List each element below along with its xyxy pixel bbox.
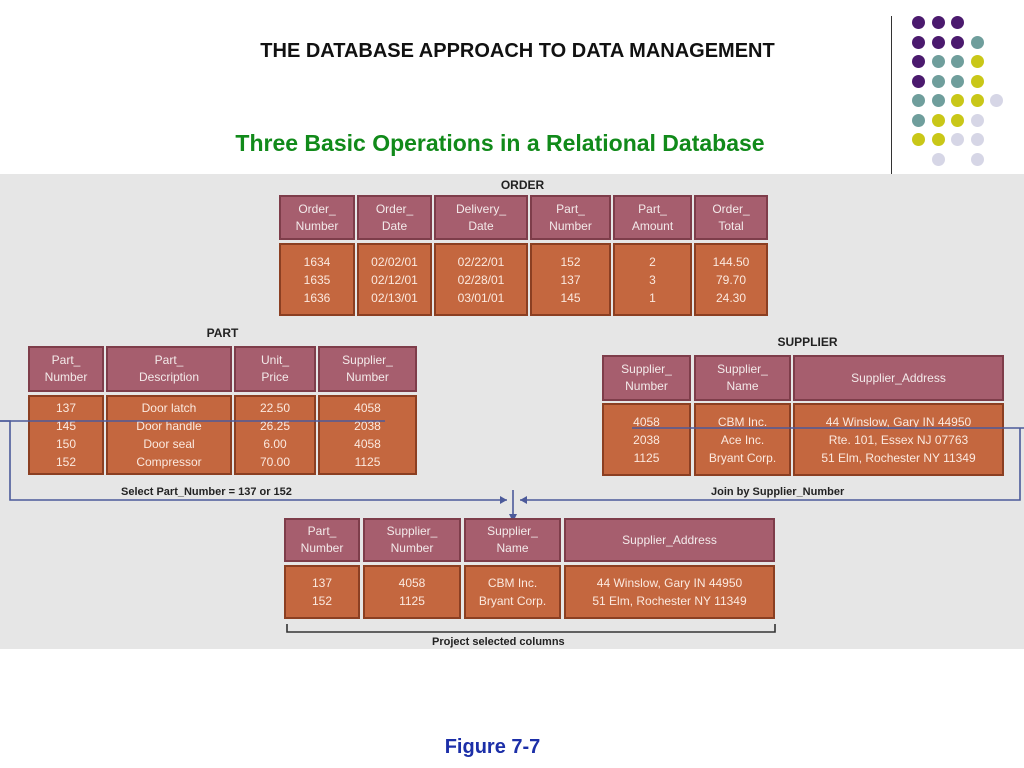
decor-dot [951, 55, 964, 68]
order-column-delivery-date: 02/22/01 02/28/01 03/01/01 [434, 243, 528, 316]
part-header-part-number: Part_ Number [28, 346, 104, 392]
decor-dot [931, 152, 945, 166]
order-header-order-number: Order_ Number [279, 195, 355, 240]
decor-dot [931, 113, 945, 127]
decor-dot [931, 133, 945, 146]
order-header-part-number: Part_ Number [530, 195, 611, 240]
supplier-header-supplier-number: Supplier_ Number [602, 355, 691, 401]
arrow-right-head [520, 496, 527, 504]
decor-dot [912, 113, 925, 127]
decor-dot [970, 35, 984, 49]
decor-dot [951, 35, 964, 49]
result-column-supplier-address: 44 Winslow, Gary IN 44950 51 Elm, Roches… [564, 565, 775, 619]
order-column-part-amount: 2 3 1 [613, 243, 692, 316]
order-header-order-total: Order_ Total [694, 195, 768, 240]
order-column-order-date: 02/02/01 02/12/01 02/13/01 [357, 243, 432, 316]
decor-dot [951, 74, 964, 88]
supplier-header-supplier-name: Supplier_ Name [694, 355, 791, 401]
part-column-part-description: Door latch Door handle Door seal Compres… [106, 395, 232, 475]
supplier-header-supplier-address: Supplier_Address [793, 355, 1004, 401]
order-header-part-amount: Part_ Amount [613, 195, 692, 240]
join-operation-label: Join by Supplier_Number [711, 486, 845, 498]
order-column-order-total: 144.50 79.70 24.30 [694, 243, 768, 316]
part-header-supplier-number: Supplier_ Number [318, 346, 417, 392]
part-header-part-description: Part_ Description [106, 346, 232, 392]
project-bracket [286, 624, 776, 633]
decor-dot [951, 16, 964, 29]
figure-caption: Figure 7-7 [444, 736, 541, 758]
decor-dot [970, 113, 984, 127]
arrow-left-head [500, 496, 507, 504]
decor-dot [912, 16, 925, 29]
part-column-part-number: 137 145 150 152 [28, 395, 104, 475]
decor-dot [912, 94, 925, 107]
part-column-supplier-number: 4058 2038 4058 1125 [318, 395, 417, 475]
order-table-label: ORDER [500, 178, 545, 192]
result-header-supplier-number: Supplier_ Number [363, 518, 461, 562]
select-operation-label: Select Part_Number = 137 or 152 [121, 486, 292, 498]
supplier-column-supplier-name: CBM Inc. Ace Inc. Bryant Corp. [694, 403, 791, 476]
decor-dot [912, 133, 925, 146]
decor-dot [970, 94, 984, 107]
supplier-column-supplier-address: 44 Winslow, Gary IN 44950 Rte. 101, Esse… [793, 403, 1004, 476]
decor-dot [931, 55, 945, 68]
decor-dot [970, 133, 984, 146]
supplier-table-label: SUPPLIER [777, 335, 838, 349]
decor-dot [931, 16, 945, 29]
order-column-order-number: 1634 1635 1636 [279, 243, 355, 316]
decor-dot [912, 55, 925, 68]
order-header-delivery-date: Delivery_ Date [434, 195, 528, 240]
supplier-column-supplier-number: 4058 2038 1125 [602, 403, 691, 476]
result-header-supplier-address: Supplier_Address [564, 518, 775, 562]
decor-dot [970, 152, 984, 166]
order-header-order-date: Order_ Date [357, 195, 432, 240]
slide-title: THE DATABASE APPROACH TO DATA MANAGEMENT [260, 40, 775, 62]
decor-dot [970, 74, 984, 88]
project-operation-label: Project selected columns [432, 636, 565, 648]
decor-dot [951, 113, 964, 127]
decor-dot [931, 35, 945, 49]
divider-line [891, 16, 892, 174]
result-header-part-number: Part_ Number [284, 518, 360, 562]
slide-subtitle: Three Basic Operations in a Relational D… [235, 130, 765, 156]
part-column-unit-price: 22.50 26.25 6.00 70.00 [234, 395, 316, 475]
decor-dot [990, 94, 1003, 107]
join-bracket-line [520, 428, 1021, 501]
decor-dot [951, 133, 964, 146]
result-header-supplier-name: Supplier_ Name [464, 518, 561, 562]
decor-dot [931, 74, 945, 88]
part-table-label: PART [206, 326, 239, 340]
decor-dot [970, 55, 984, 68]
decor-dot [931, 94, 945, 107]
part-header-unit-price: Unit_ Price [234, 346, 316, 392]
result-column-supplier-name: CBM Inc. Bryant Corp. [464, 565, 561, 619]
order-column-part-number: 152 137 145 [530, 243, 611, 316]
result-column-part-number: 137 152 [284, 565, 360, 619]
decor-dot [912, 35, 925, 49]
result-column-supplier-number: 4058 1125 [363, 565, 461, 619]
decor-dot [912, 74, 925, 88]
decor-dot [951, 94, 964, 107]
